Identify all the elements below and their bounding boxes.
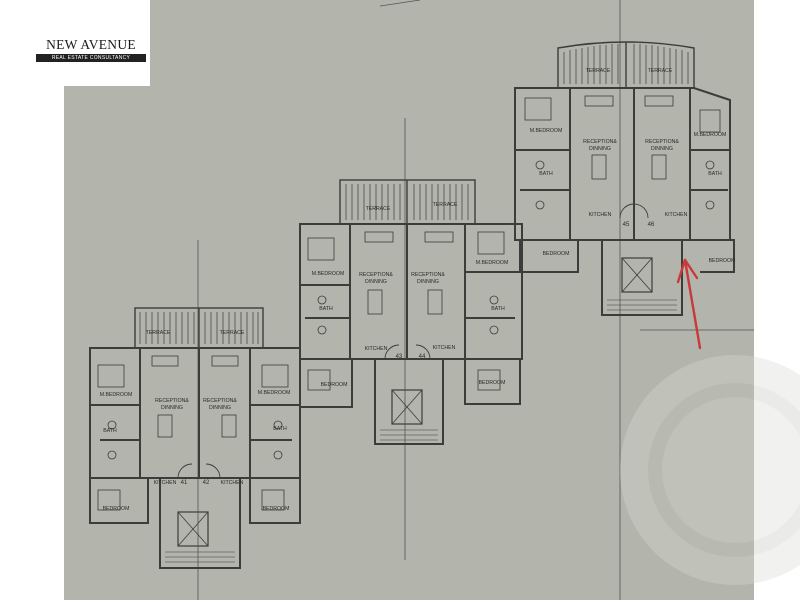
room-label-bedroom: BEDROOM <box>543 251 570 257</box>
room-label-m-bedroom: M.BEDROOM <box>530 128 563 134</box>
building-b <box>299 179 523 445</box>
room-label-reception-dinning: RECEPTION&DINNING <box>203 398 237 411</box>
room-label-kitchen: KITCHEN <box>433 345 456 351</box>
room-label-terrace: TERRACE <box>586 68 611 74</box>
red-arrow-icon <box>676 258 702 350</box>
room-label-bedroom: BEDROOM <box>103 506 130 512</box>
room-label-bedroom: BEDROOM <box>479 380 506 386</box>
building-a <box>89 307 301 569</box>
room-label-reception-dinning: RECEPTION&DINNING <box>583 139 617 152</box>
room-label-kitchen: KITCHEN <box>221 480 244 486</box>
room-label-m-bedroom: M.BEDROOM <box>476 260 509 266</box>
room-label-bath: BATH <box>319 306 333 312</box>
room-label-bedroom: BEDROOM <box>709 258 736 264</box>
room-label-reception-dinning: RECEPTION&DINNING <box>411 272 445 285</box>
room-label-kitchen: KITCHEN <box>665 212 688 218</box>
room-label-m-bedroom: M.BEDROOM <box>312 271 345 277</box>
room-label-m-bedroom: M.BEDROOM <box>258 390 291 396</box>
unit-number: 43 <box>396 354 403 360</box>
room-label-terrace: TERRACE <box>366 206 391 212</box>
terrace-c <box>557 41 695 88</box>
room-label-bath: BATH <box>491 306 505 312</box>
unit-number: 42 <box>203 480 210 486</box>
room-label-bedroom: BEDROOM <box>321 382 348 388</box>
logo-subtitle: REAL ESTATE CONSULTANCY <box>36 54 146 62</box>
logo-title: NEW AVENUE <box>46 37 136 52</box>
room-label-terrace: TERRACE <box>648 68 673 74</box>
room-label-bath: BATH <box>539 171 553 177</box>
room-label-kitchen: KITCHEN <box>365 346 388 352</box>
room-label-bath: BATH <box>273 426 287 432</box>
unit-number: 41 <box>181 480 188 486</box>
watermark-logo <box>620 355 800 585</box>
room-label-terrace: TERRACE <box>433 202 458 208</box>
room-label-terrace: TERRACE <box>146 330 171 336</box>
room-label-terrace: TERRACE <box>220 330 245 336</box>
unit-number: 45 <box>623 222 630 228</box>
room-label-kitchen: KITCHEN <box>589 212 612 218</box>
room-label-reception-dinning: RECEPTION&DINNING <box>155 398 189 411</box>
unit-number: 44 <box>419 354 426 360</box>
room-label-bath: BATH <box>103 428 117 434</box>
terrace-a <box>134 307 264 349</box>
room-label-reception-dinning: RECEPTION&DINNING <box>645 139 679 152</box>
room-label-bath: BATH <box>708 171 722 177</box>
building-c <box>514 41 735 316</box>
room-label-m-bedroom: M.BEDROOM <box>694 132 727 138</box>
room-label-bedroom: BEDROOM <box>263 506 290 512</box>
room-label-kitchen: KITCHEN <box>154 480 177 486</box>
room-label-reception-dinning: RECEPTION&DINNING <box>359 272 393 285</box>
room-label-m-bedroom: M.BEDROOM <box>100 392 133 398</box>
room-labels: TERRACE M.BEDROOM RECEPTION&DINNING BATH KIT… <box>100 68 736 512</box>
unit-number: 46 <box>648 222 655 228</box>
logo-box <box>64 0 150 86</box>
